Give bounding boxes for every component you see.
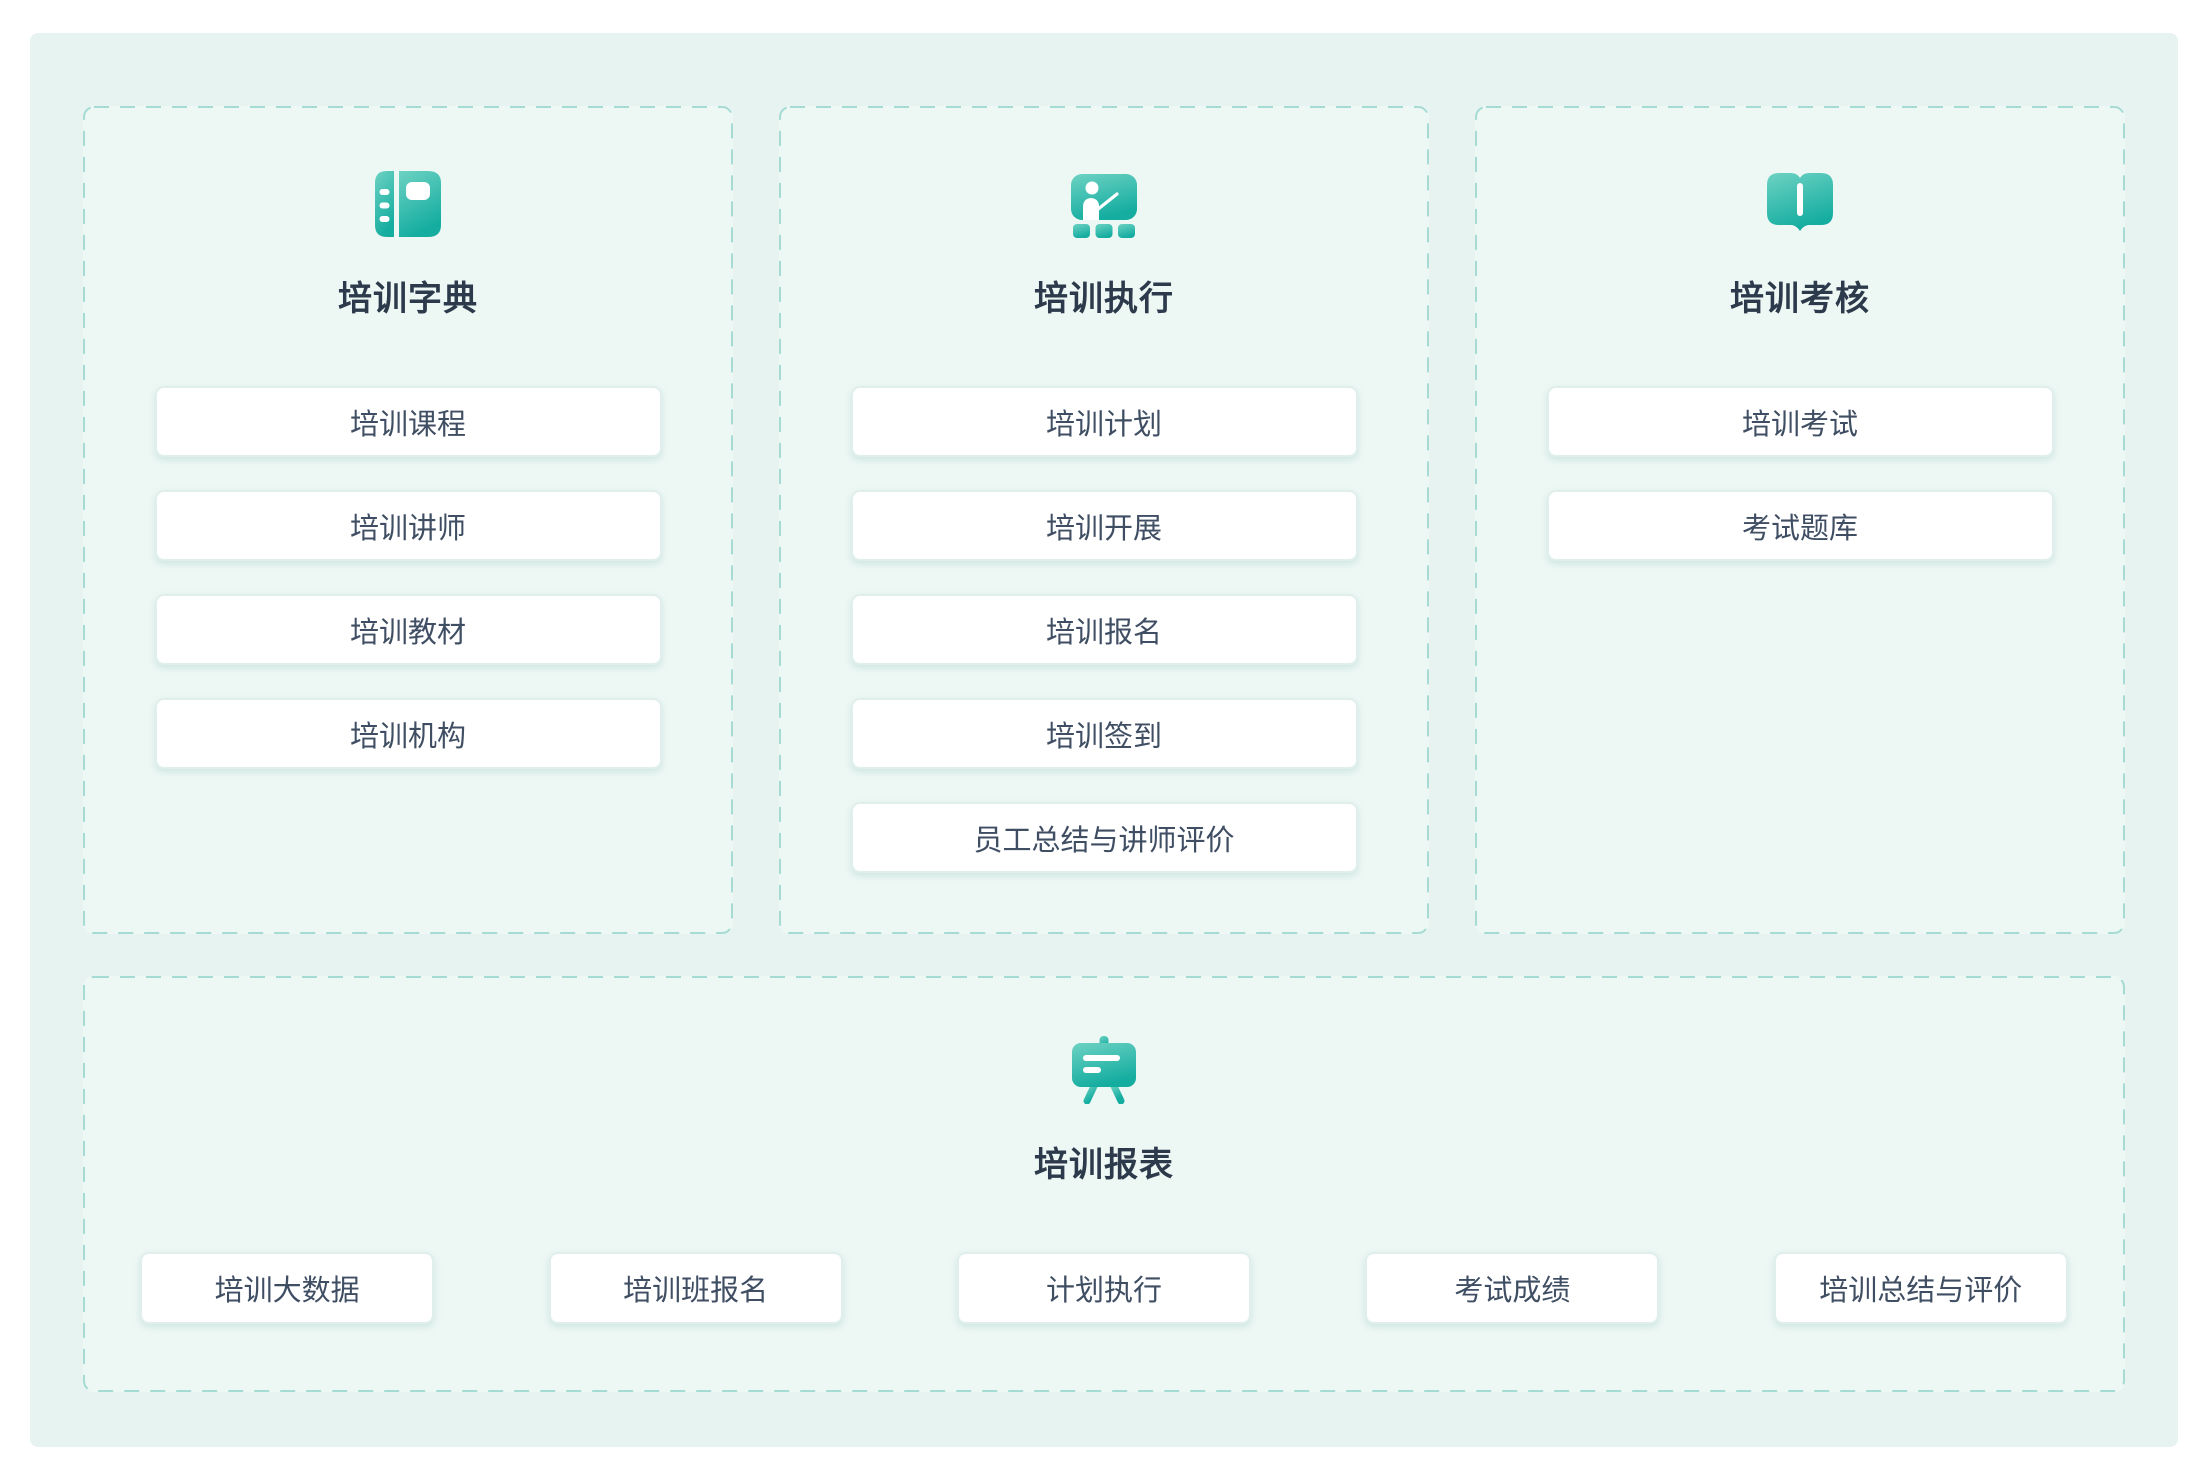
open-book-icon [1767, 173, 1833, 231]
module-button[interactable]: 培训报名 [850, 594, 1358, 665]
module-button-list: 培训考试考试题库 [1546, 386, 2054, 561]
module-button[interactable]: 计划执行 [956, 1252, 1251, 1324]
module-button[interactable]: 培训签到 [850, 698, 1358, 769]
presentation-board-icon [1072, 1036, 1136, 1104]
panel-training-reports: 培训报表 培训大数据 培训班报名 计划执行 考试成绩 培训总结与评价 [83, 976, 2125, 1392]
top-row: 培训字典 培训课程培训讲师培训教材培训机构 培训执行 培训计划培训开展培训报名培… [83, 106, 2125, 934]
module-button-list: 培训大数据 培训班报名 计划执行 考试成绩 培训总结与评价 [83, 1252, 2125, 1324]
module-button[interactable]: 员工总结与讲师评价 [850, 802, 1358, 873]
classroom-icon [1071, 174, 1137, 238]
section-title: 培训考核 [1730, 280, 1870, 318]
module-button[interactable]: 培训考试 [1546, 386, 2054, 457]
module-button[interactable]: 培训总结与评价 [1773, 1252, 2068, 1324]
module-button[interactable]: 培训教材 [154, 594, 662, 665]
module-button[interactable]: 培训计划 [850, 386, 1358, 457]
panel-training-execution: 培训执行 培训计划培训开展培训报名培训签到员工总结与讲师评价 [779, 106, 1429, 934]
module-button[interactable]: 考试成绩 [1365, 1252, 1660, 1324]
module-button-list: 培训计划培训开展培训报名培训签到员工总结与讲师评价 [850, 386, 1358, 873]
module-button[interactable]: 培训大数据 [140, 1252, 435, 1324]
panel-training-assessment: 培训考核 培训考试考试题库 [1475, 106, 2125, 934]
dictionary-icon [375, 171, 441, 237]
section-title: 培训报表 [1034, 1146, 1174, 1184]
module-button[interactable]: 培训课程 [154, 386, 662, 457]
module-button[interactable]: 培训讲师 [154, 490, 662, 561]
canvas: 培训字典 培训课程培训讲师培训教材培训机构 培训执行 培训计划培训开展培训报名培… [30, 33, 2178, 1447]
panel-training-dictionary: 培训字典 培训课程培训讲师培训教材培训机构 [83, 106, 733, 934]
module-button[interactable]: 考试题库 [1546, 490, 2054, 561]
module-button-list: 培训课程培训讲师培训教材培训机构 [154, 386, 662, 769]
section-title: 培训执行 [1034, 280, 1174, 318]
module-button[interactable]: 培训开展 [850, 490, 1358, 561]
module-button[interactable]: 培训机构 [154, 698, 662, 769]
module-button[interactable]: 培训班报名 [548, 1252, 843, 1324]
section-title: 培训字典 [338, 280, 478, 318]
